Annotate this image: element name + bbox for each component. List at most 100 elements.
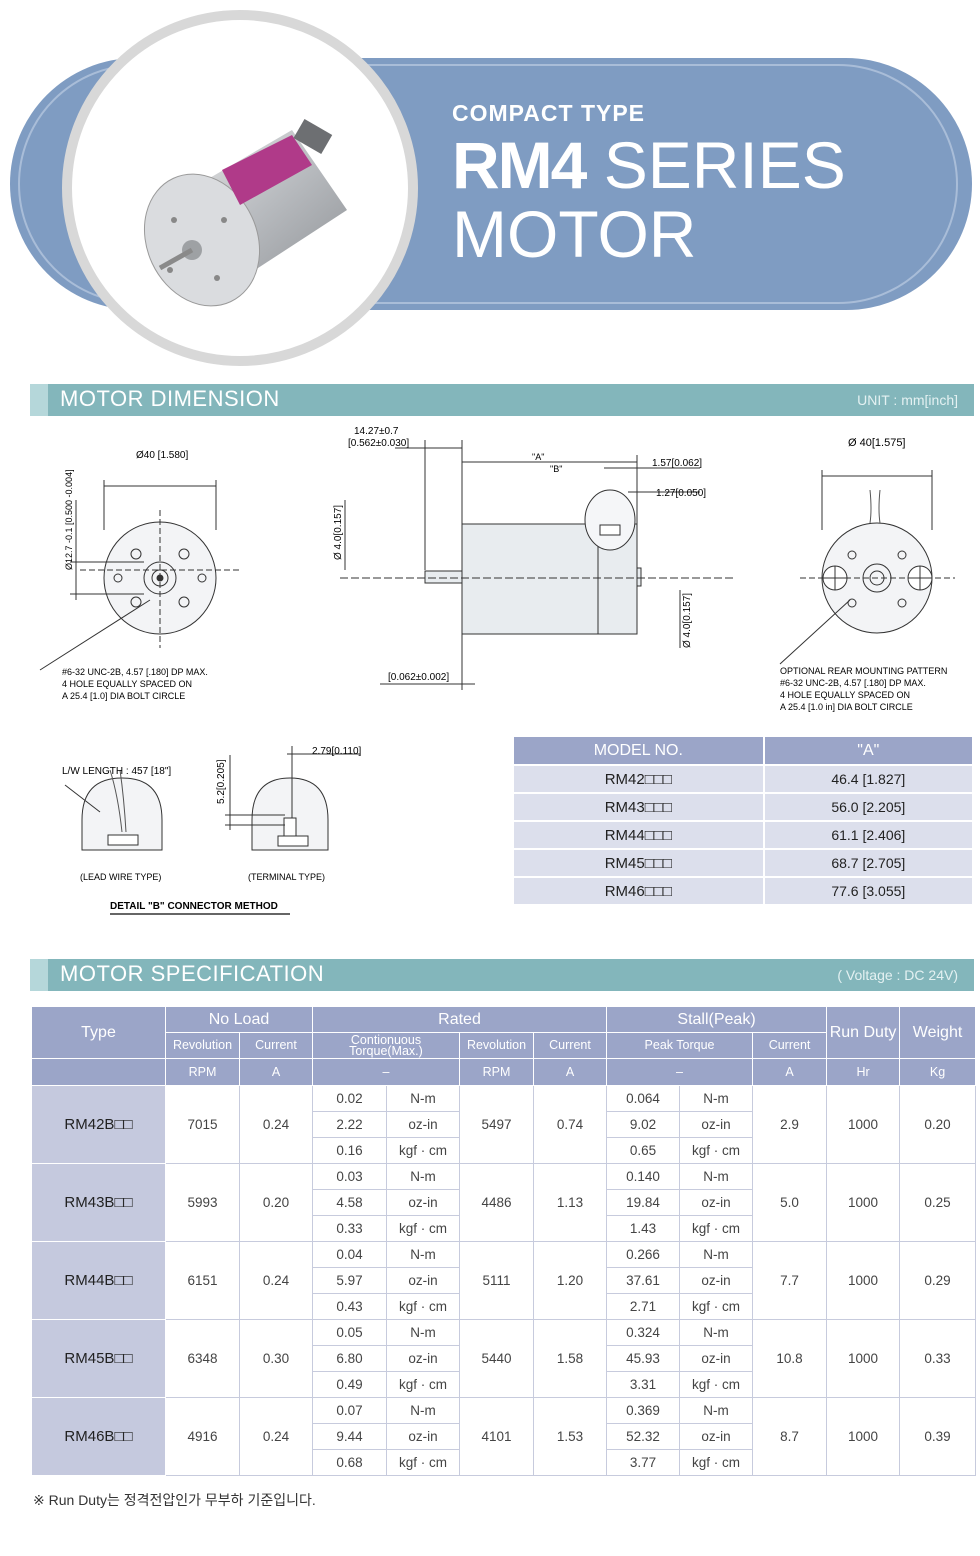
type-cell: RM42B□□ [31,1085,166,1164]
unit-hr: Hr [826,1058,901,1086]
peak-unit: N-m [679,1085,754,1112]
nl-current: 0.24 [239,1085,313,1164]
table-row: RM42B□□ 7015 0.24 0.02 N-m 5497 0.74 0.0… [31,1085,977,1164]
stall-current: 2.9 [752,1085,828,1164]
peak-value: 0.324 [606,1319,681,1346]
torque-unit: kgf · cm [386,1293,460,1320]
rear-note-2: #6-32 UNC-2B, 4.57 [.180] DP MAX. [780,678,926,688]
dimension-unit: UNIT : mm[inch] [857,392,958,408]
unit-a: A [239,1058,313,1086]
nl-rpm: 6348 [165,1319,240,1398]
a-value: 68.7 [2.705] [762,848,972,877]
rated-current: 1.53 [532,1397,608,1476]
run-duty: 1000 [826,1319,901,1398]
nl-rpm: 5993 [165,1163,240,1242]
side-shaft-len: 14.27±0.7 [354,426,399,437]
torque-value: 0.02 [312,1085,387,1112]
peak-value: 0.369 [606,1397,681,1424]
rated-current: 1.20 [532,1241,608,1320]
unit-dash: – [606,1058,754,1086]
peak-unit: kgf · cm [679,1137,754,1164]
hero-band-outline [18,64,958,304]
torque-value: 0.03 [312,1163,387,1190]
unit-rpm: RPM [459,1058,534,1086]
peak-unit: N-m [679,1397,754,1424]
side-dim-1: 1.57[0.062] [652,458,702,469]
hero-title-line2: MOTOR [452,197,697,271]
torque-unit: oz-in [386,1111,460,1138]
torque-value: 0.68 [312,1449,387,1476]
rated-current: 0.74 [532,1085,608,1164]
peak-unit: kgf · cm [679,1215,754,1242]
torque-value: 0.33 [312,1215,387,1242]
nl-revolution-header: Revolution [165,1032,240,1059]
a-value: 46.4 [1.827] [762,764,972,793]
run-duty: 1000 [826,1085,901,1164]
peak-unit: N-m [679,1163,754,1190]
stall-header: Stall(Peak) [606,1006,828,1033]
torque-unit: N-m [386,1085,460,1112]
detail-width: 2.79[0.110] [312,746,362,757]
front-note-2: 4 HOLE EQUALLY SPACED ON [62,679,192,689]
torque-value: 2.22 [312,1111,387,1138]
nl-rpm: 7015 [165,1085,240,1164]
rear-note-4: A 25.4 [1.0 in] DIA BOLT CIRCLE [780,702,913,712]
torque-unit: kgf · cm [386,1215,460,1242]
table-row: RM46B□□ 4916 0.24 0.07 N-m 4101 1.53 0.3… [31,1397,977,1476]
unit-rpm: RPM [165,1058,240,1086]
unit-a: A [752,1058,828,1086]
type-cell: RM45B□□ [31,1319,166,1398]
type-cell: RM46B□□ [31,1397,166,1476]
weight: 0.39 [899,1397,977,1476]
torque-unit: kgf · cm [386,1137,460,1164]
peak-value: 2.71 [606,1293,681,1320]
peak-unit: oz-in [679,1267,754,1294]
table-row: 0.49 kgf · cm 3.31 kgf · cm [32,1371,976,1398]
side-b-label: "B" [550,464,562,474]
side-dim-2: 1.27[0.050] [656,488,706,499]
unit-a: A [532,1058,608,1086]
peak-value: 37.61 [606,1267,681,1294]
dimension-header: MOTOR DIMENSION UNIT : mm[inch] [30,384,974,416]
peak-value: 3.31 [606,1371,681,1398]
side-bottom-dim: [0.062±0.002] [388,672,449,683]
torque-unit: oz-in [386,1189,460,1216]
torque-value: 6.80 [312,1345,387,1372]
side-boss-dia: Ø 4.0[0.157] [682,593,693,648]
table-row: 9.44 oz-in 52.32 oz-in [32,1423,976,1450]
nl-current: 0.24 [239,1397,313,1476]
rear-view [779,470,955,665]
dimension-title: MOTOR DIMENSION [60,386,280,411]
run-duty: 1000 [826,1397,901,1476]
torque-value: 0.05 [312,1319,387,1346]
rated-current: 1.13 [532,1163,608,1242]
peak-unit: kgf · cm [679,1371,754,1398]
rated-current-header: Current [532,1032,608,1059]
side-view [340,440,735,690]
table-row: RM46□□□77.6 [3.055] [514,876,972,904]
torque-unit: oz-in [386,1345,460,1372]
type-cell: RM44B□□ [31,1241,166,1320]
peak-value: 1.43 [606,1215,681,1242]
front-note-3: A 25.4 [1.0] DIA BOLT CIRCLE [62,691,185,701]
spec-header: MOTOR SPECIFICATION ( Voltage : DC 24V) [30,959,974,991]
peak-unit: oz-in [679,1423,754,1450]
detail-lead-type: (LEAD WIRE TYPE) [80,872,161,882]
spec-table: Type No Load Rated Stall(Peak) Run Duty … [31,1006,977,1476]
model-header: MODEL NO. [514,737,764,765]
peak-value: 0.266 [606,1241,681,1268]
torque-unit: oz-in [386,1423,460,1450]
table-row: 0.16 kgf · cm 0.65 kgf · cm [32,1137,976,1164]
hero-subtitle: COMPACT TYPE [452,100,646,126]
rated-rpm: 5111 [459,1241,534,1320]
torque-unit: N-m [386,1319,460,1346]
torque-value: 0.16 [312,1137,387,1164]
peak-unit: N-m [679,1319,754,1346]
rated-rpm: 4101 [459,1397,534,1476]
table-row: RM43B□□ 5993 0.20 0.03 N-m 4486 1.13 0.1… [31,1163,977,1242]
unit-dash: – [312,1058,460,1086]
table-row: 0.33 kgf · cm 1.43 kgf · cm [32,1215,976,1242]
stall-current: 7.7 [752,1241,828,1320]
detail-terminal-type: (TERMINAL TYPE) [248,872,325,882]
table-row: RM42□□□46.4 [1.827] [514,764,972,793]
